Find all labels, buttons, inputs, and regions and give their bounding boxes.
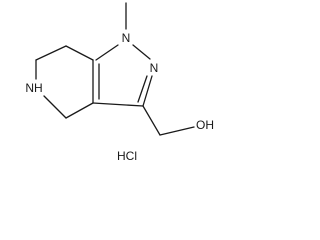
bond-c4-c3a bbox=[65, 102, 94, 119]
bond-c3-ch2 bbox=[142, 105, 161, 136]
bond-ch2-o bbox=[159, 126, 195, 136]
atom-label-n2: N bbox=[150, 61, 159, 75]
bond-c7a-c7 bbox=[65, 45, 94, 61]
bond-n2-c3-double bbox=[137, 75, 148, 103]
bond-c7-c6 bbox=[35, 45, 67, 61]
salt-label-hcl: HCl bbox=[117, 149, 137, 163]
bond-n2-c3 bbox=[142, 75, 153, 107]
bond-n1-n2 bbox=[132, 44, 151, 60]
bonds bbox=[35, 2, 195, 136]
bond-n5-c4 bbox=[43, 95, 67, 119]
bond-n1-c7a bbox=[95, 44, 119, 61]
atom-labels: N N NH OH HCl bbox=[25, 31, 214, 163]
atom-label-n1: N bbox=[122, 31, 131, 45]
atom-label-oh: OH bbox=[196, 118, 214, 132]
chemical-structure-diagram: N N NH OH HCl bbox=[25, 2, 214, 163]
atom-label-nh: NH bbox=[25, 81, 42, 95]
bond-c3-c3a bbox=[92, 102, 144, 107]
